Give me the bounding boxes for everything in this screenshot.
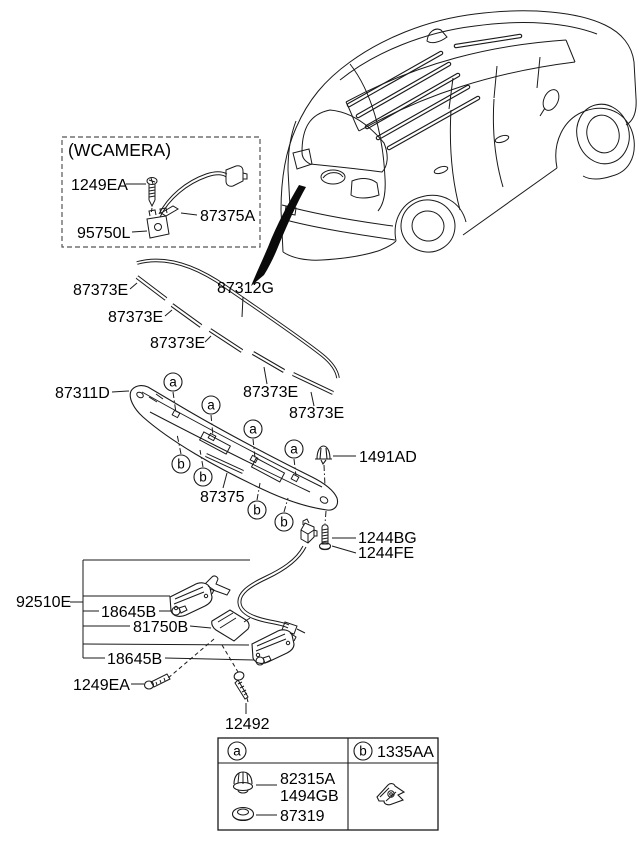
marker-a: a [249, 422, 257, 437]
tailgate-garnish: 87311D 87375 a a a a b b b b 1491AD [55, 372, 417, 562]
bulb-icon [255, 655, 272, 666]
taillight-left [292, 148, 313, 170]
garnish-clip-label: 1491AD [359, 449, 417, 466]
leader-line [129, 282, 138, 290]
bulb-icon [171, 605, 188, 616]
garnish-label: 87311D [55, 385, 110, 402]
leader-line [164, 309, 173, 317]
door-handle [433, 165, 449, 175]
clip-alignment-line [323, 464, 327, 525]
switch-label: 81750B [133, 619, 188, 636]
legend-table: a b 1335AA 82315A 1494GB 87319 [217, 737, 439, 831]
license-lamp-icon [169, 582, 215, 617]
tailgate-inner [287, 120, 297, 208]
tailgate-switch-icon [211, 609, 251, 642]
garnish-screw-label-1: 1244BG [358, 530, 417, 547]
legend-marker-a: a [233, 744, 241, 759]
legend-a-part-1-label: 82315A [280, 771, 335, 788]
marker-a: a [207, 398, 215, 413]
vehicle-rear-sketch [251, 10, 637, 286]
bulb-label-1: 18645B [101, 604, 156, 621]
leader-line [131, 230, 148, 233]
marker-a: a [290, 442, 298, 457]
marker-a: a [169, 375, 177, 390]
taillight-right [350, 178, 380, 199]
leader-line [222, 472, 228, 489]
lamp-screw-label: 12492 [225, 716, 270, 733]
leader-line [111, 390, 130, 393]
cable-connector [225, 165, 244, 187]
legend-marker-b: b [359, 744, 367, 759]
strip-label-4: 87373E [243, 384, 298, 401]
callout-bracket [70, 559, 255, 661]
pin-clip-icon [232, 771, 254, 794]
marker-b-group: b b b b [171, 433, 294, 532]
marker-b: b [280, 515, 288, 530]
legend-a-part-2-label: 1494GB [280, 788, 339, 805]
bolt-icon [143, 673, 171, 690]
rear-camera-icon [146, 207, 170, 239]
camera-unit-label: 95750L [77, 225, 130, 242]
grommet-icon [231, 806, 255, 822]
bulb-label-2: 18645B [107, 651, 162, 668]
fastener-leads [166, 638, 239, 680]
screw-icon [233, 671, 249, 703]
marker-a-group: a a a a [163, 372, 304, 477]
side-windows [345, 39, 576, 132]
strip-label-5: 87373E [289, 405, 344, 422]
camera-box-title: (WCAMERA) [68, 140, 171, 160]
marker-b: b [199, 470, 207, 485]
moulding-label: 87312G [217, 280, 274, 297]
antenna-fin [426, 28, 448, 44]
emblem [320, 169, 346, 185]
camera-option-box: (WCAMERA) 1249EA 87375A 95750L [61, 136, 261, 248]
marker-b: b [177, 457, 185, 472]
front-wheel [576, 103, 630, 165]
wiring-connector-icon [300, 518, 318, 544]
moulding-87312G-shape [136, 258, 340, 379]
leader-line [310, 391, 315, 407]
leader-line [241, 296, 244, 318]
back-panel-mouldings: 87373E 87373E 87373E 87312G 87373E 87373… [73, 258, 344, 422]
garnish-panel-shape [129, 385, 339, 511]
side-mirror [539, 89, 560, 117]
moulding-strips [135, 275, 334, 395]
screw-icon [146, 177, 158, 216]
leader-line [204, 335, 212, 343]
pad-icon [160, 205, 179, 217]
clip-icon [315, 445, 332, 466]
camera-screw-label: 1249EA [71, 177, 128, 194]
rear-wheel [400, 199, 456, 253]
door-handle [494, 134, 510, 144]
marker-b: b [253, 503, 261, 518]
leader-line [263, 366, 268, 385]
legend-b-part-label: 1335AA [377, 744, 434, 761]
camera-cable [158, 165, 248, 218]
strip-label-3: 87373E [150, 335, 205, 352]
lamp-bolt-label: 1249EA [73, 677, 130, 694]
camera-pad-label: 87375A [200, 208, 255, 225]
garnish-tip-detail [148, 393, 164, 403]
rear-window [301, 109, 388, 173]
pointer-swoosh-arrow [251, 185, 306, 286]
leader-line [180, 212, 198, 216]
spring-clip-icon [376, 783, 406, 806]
strip-label-1: 87373E [73, 282, 128, 299]
license-lamp-assembly: 92510E 18645B 81750B 18645B [16, 545, 307, 733]
roof-rails [346, 33, 523, 151]
leader-line [331, 537, 357, 554]
roof-inner-line [339, 22, 598, 81]
garnish-pad-label: 87375 [200, 489, 245, 506]
tapping-screw-icon [319, 524, 331, 551]
tailgate-seam [349, 63, 386, 212]
legend-a-part-3-label: 87319 [280, 808, 325, 825]
strip-label-2: 87373E [108, 309, 163, 326]
license-lamp-icon [251, 629, 297, 664]
garnish-screw-label-2: 1244FE [358, 545, 414, 562]
camera-box-outline [61, 136, 261, 248]
lamp-assembly-label: 92510E [16, 594, 71, 611]
door-seams [433, 98, 510, 211]
wire-harness [237, 545, 307, 635]
